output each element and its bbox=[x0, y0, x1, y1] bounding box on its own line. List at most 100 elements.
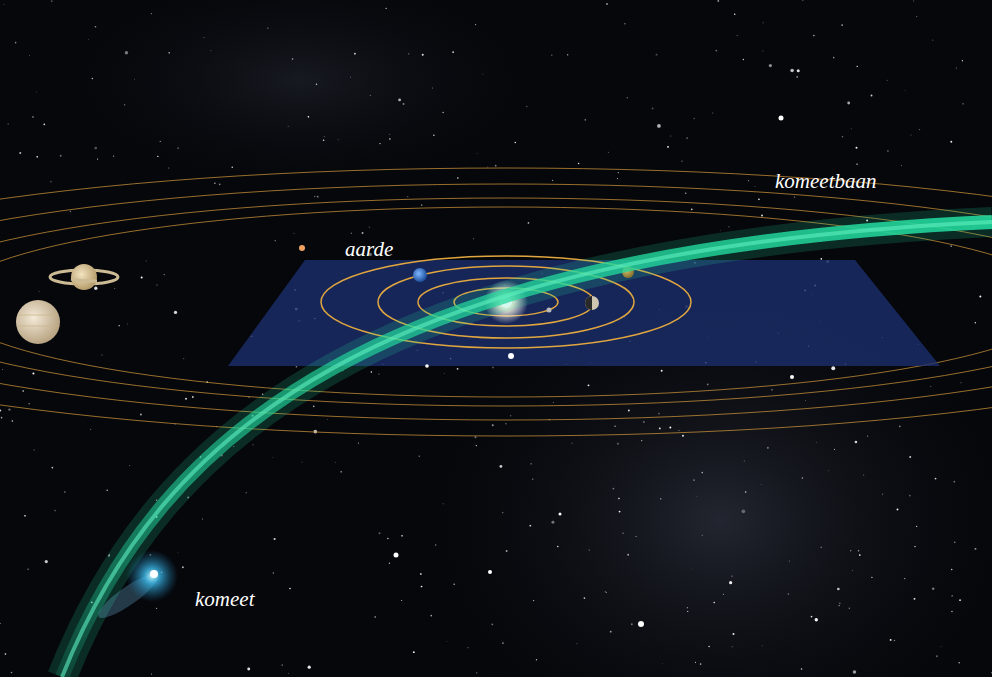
star bbox=[909, 495, 911, 497]
orbit-label: komeetbaan bbox=[775, 170, 876, 193]
star bbox=[606, 592, 608, 594]
star bbox=[894, 640, 896, 642]
star bbox=[133, 78, 135, 80]
star bbox=[930, 386, 931, 387]
star bbox=[833, 57, 835, 59]
star bbox=[247, 667, 250, 670]
star bbox=[506, 550, 508, 552]
star bbox=[828, 470, 830, 472]
star bbox=[624, 23, 625, 24]
star bbox=[958, 662, 960, 664]
star bbox=[287, 673, 289, 675]
star bbox=[627, 554, 629, 556]
star bbox=[842, 136, 844, 138]
star bbox=[292, 58, 294, 60]
planet-label: aarde bbox=[345, 238, 393, 261]
star bbox=[24, 515, 26, 517]
star bbox=[476, 153, 478, 155]
star bbox=[901, 164, 903, 166]
comet-label: komeet bbox=[195, 588, 254, 611]
star bbox=[33, 449, 34, 450]
jupiter-bands bbox=[17, 315, 59, 326]
star bbox=[954, 542, 955, 543]
star bbox=[831, 366, 835, 370]
star bbox=[334, 461, 336, 463]
star bbox=[536, 659, 537, 660]
star bbox=[267, 27, 268, 28]
star bbox=[841, 24, 843, 26]
star bbox=[362, 232, 364, 234]
star bbox=[787, 593, 789, 595]
star bbox=[687, 611, 688, 612]
star bbox=[962, 103, 964, 105]
star bbox=[151, 673, 152, 674]
star bbox=[442, 112, 443, 113]
star bbox=[811, 616, 813, 618]
star bbox=[567, 54, 568, 55]
star bbox=[453, 583, 455, 585]
star bbox=[272, 457, 274, 459]
star bbox=[932, 39, 934, 41]
star bbox=[2, 369, 4, 371]
star bbox=[401, 535, 403, 537]
star bbox=[584, 597, 586, 599]
star bbox=[717, 0, 719, 2]
star bbox=[754, 186, 755, 187]
star bbox=[358, 443, 359, 444]
star bbox=[491, 623, 493, 625]
star bbox=[909, 456, 911, 458]
star bbox=[351, 233, 353, 235]
star bbox=[837, 588, 840, 591]
star bbox=[863, 474, 865, 476]
star bbox=[129, 465, 131, 467]
star bbox=[745, 491, 747, 493]
star bbox=[28, 569, 29, 570]
star bbox=[855, 441, 858, 444]
star bbox=[813, 35, 814, 36]
star bbox=[867, 435, 868, 436]
star bbox=[584, 119, 586, 121]
star bbox=[378, 373, 379, 374]
star bbox=[856, 147, 858, 149]
star bbox=[505, 423, 507, 425]
star bbox=[502, 642, 504, 644]
star bbox=[760, 484, 762, 486]
star bbox=[476, 672, 477, 673]
star bbox=[51, 467, 53, 469]
star bbox=[991, 672, 992, 673]
star bbox=[847, 102, 850, 105]
comet-orbit bbox=[62, 222, 992, 677]
star bbox=[323, 136, 325, 138]
star bbox=[734, 13, 736, 15]
star bbox=[871, 577, 872, 578]
star bbox=[64, 491, 65, 492]
star bbox=[628, 409, 630, 411]
star bbox=[32, 372, 34, 374]
star bbox=[11, 672, 13, 674]
star bbox=[551, 55, 552, 56]
star bbox=[729, 581, 732, 584]
star bbox=[531, 463, 532, 464]
star bbox=[487, 166, 488, 167]
star bbox=[401, 600, 402, 601]
star bbox=[815, 442, 817, 444]
star bbox=[202, 518, 204, 520]
star bbox=[618, 172, 619, 173]
star bbox=[475, 436, 477, 438]
star bbox=[385, 8, 386, 9]
star bbox=[252, 444, 253, 445]
star bbox=[495, 165, 497, 167]
star bbox=[443, 372, 445, 374]
star bbox=[748, 180, 749, 181]
star bbox=[771, 389, 772, 390]
star bbox=[457, 368, 459, 370]
star bbox=[916, 16, 917, 17]
star bbox=[473, 238, 474, 239]
star bbox=[588, 384, 590, 386]
star bbox=[715, 50, 717, 52]
star bbox=[467, 647, 468, 648]
star bbox=[794, 196, 796, 198]
star bbox=[354, 53, 356, 55]
bright-stars bbox=[394, 116, 795, 628]
star bbox=[904, 578, 905, 579]
